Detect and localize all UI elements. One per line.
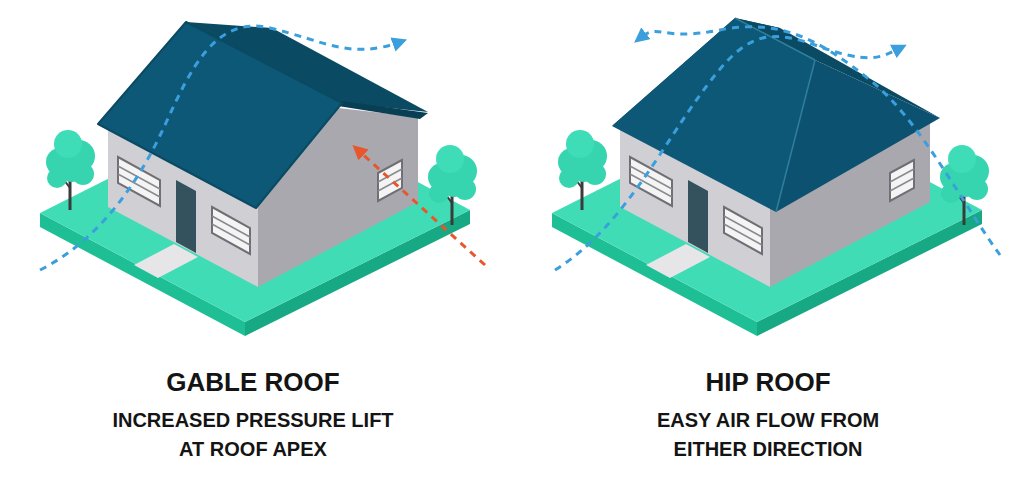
airflow-line	[555, 37, 900, 270]
roof-type-title: HIP ROOF	[618, 368, 918, 397]
hip-house	[552, 18, 989, 336]
airflow-line	[40, 26, 400, 270]
pressure-lift-arrow	[358, 150, 485, 265]
roof-type-title: GABLE ROOF	[103, 368, 403, 397]
gable-house	[40, 22, 485, 336]
roof-caption: EASY AIR FLOW FROM EITHER DIRECTION	[637, 406, 899, 464]
roof-caption: INCREASED PRESSURE LIFT AT ROOF APEX	[105, 406, 402, 464]
airflow-line	[640, 27, 1000, 255]
